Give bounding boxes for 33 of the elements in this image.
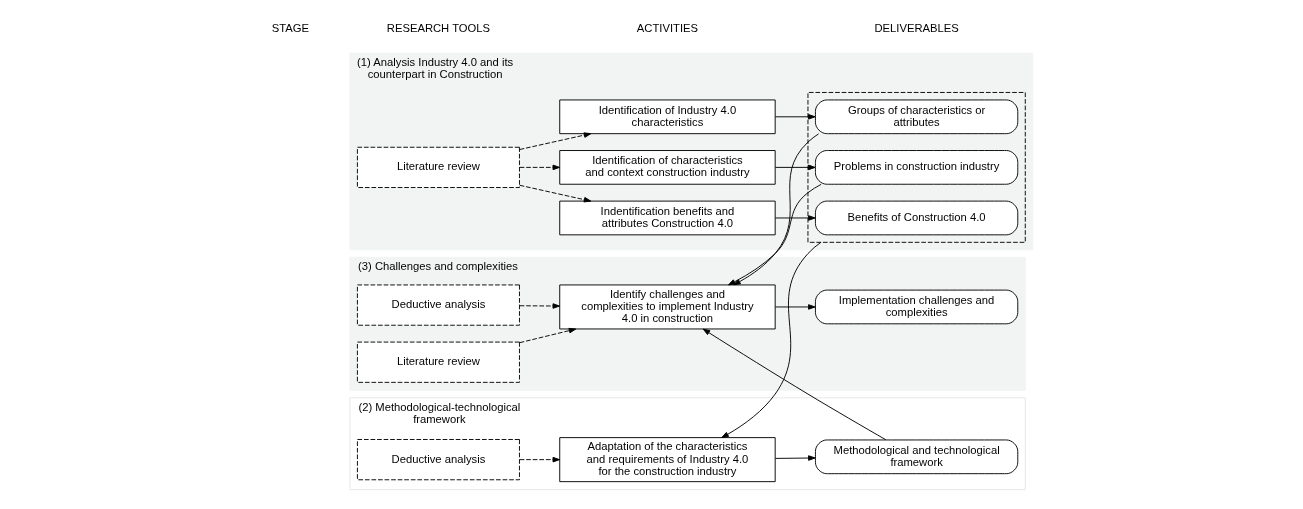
arrow [774,215,816,221]
label: DELIVERABLES [873,21,959,34]
node-box: Deductive analysis [356,284,520,326]
arrow [518,303,560,309]
arrow [518,327,576,344]
node-box: Indentification benefits and attributes Construction 4.0 [558,200,776,236]
node-box: Deductive analysis [356,439,520,481]
node-box: Adaptation of the characteristics and requirements of Industry 4.0 for the construction industry [558,437,776,483]
arrow [518,164,560,171]
node-box: Groups of characteristics or attributes [814,99,1018,135]
arrow [518,184,591,203]
label: RESEARCH TOOLS [386,21,490,34]
node-box: Implementation challenges and complexities [814,289,1018,325]
arrow [732,133,819,286]
node-box: Literature review [356,341,520,383]
node-box: Identify challenges and complexities to implement Industry 4.0 in construction [558,284,776,330]
arrow [774,455,816,461]
node-box: Identification of Industry 4.0 characteristics [558,99,776,135]
node-box: Benefits of Construction 4.0 [814,200,1018,236]
arrow [727,183,822,286]
arrow [702,328,886,441]
node-box: Methodological and technological framework [814,439,1018,475]
node-box: Problems in construction industry [814,150,1018,185]
arrow [518,132,591,150]
label: STAGE [271,21,309,34]
arrow [774,164,816,171]
arrow [774,304,816,310]
node-box: Identification of characteristics and context construction industry [558,150,776,185]
arrow [518,456,560,463]
arrow [774,114,816,120]
arrow [720,241,821,439]
node-box: Literature review [356,146,520,188]
label: ACTIVITIES [636,21,698,34]
